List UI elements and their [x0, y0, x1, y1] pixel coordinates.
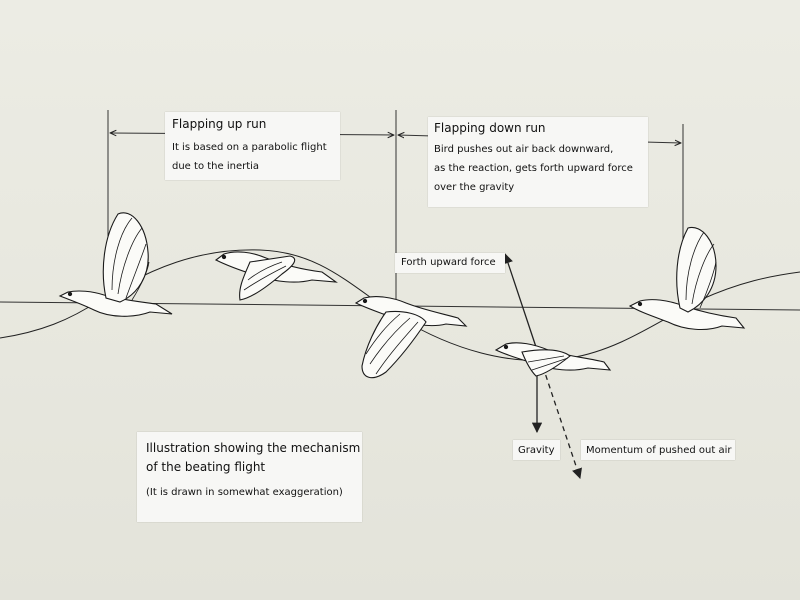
flapping-down-run-line-2: as the reaction, gets forth upward force — [434, 163, 633, 174]
bird-wings-up-left — [58, 212, 173, 317]
bird-wings-down-left — [214, 251, 338, 301]
momentum-label: Momentum of pushed out air — [581, 440, 735, 460]
caption-note: (It is drawn in somewhat exaggeration) — [146, 487, 343, 498]
forth-upward-force-label: Forth upward force — [395, 253, 505, 273]
momentum-arrow — [539, 357, 582, 479]
caption-line-2: of the beating flight — [146, 460, 266, 474]
flapping-up-run-label: Flapping up run It is based on a parabol… — [165, 112, 340, 180]
forth-upward-force-arrow — [503, 253, 538, 351]
flapping-down-run-line-3: over the gravity — [434, 182, 515, 193]
caption-line-1: Illustration showing the mechanism — [146, 441, 361, 455]
flapping-down-run-title: Flapping down run — [434, 121, 546, 135]
caption-label: Illustration showing the mechanism of th… — [137, 432, 362, 522]
flapping-down-run-line-1: Bird pushes out air back downward, — [434, 144, 614, 155]
bird-wings-level-low — [494, 342, 612, 377]
flapping-up-run-line-1: It is based on a parabolic flight — [172, 142, 327, 153]
flapping-up-run-title: Flapping up run — [172, 117, 267, 131]
bird-wings-up-right — [628, 226, 746, 331]
flapping-up-run-line-2: due to the inertia — [172, 161, 260, 172]
gravity-label: Gravity — [513, 440, 560, 460]
bird-wings-down-middle — [354, 296, 468, 379]
flapping-down-run-label: Flapping down run Bird pushes out air ba… — [428, 117, 648, 207]
